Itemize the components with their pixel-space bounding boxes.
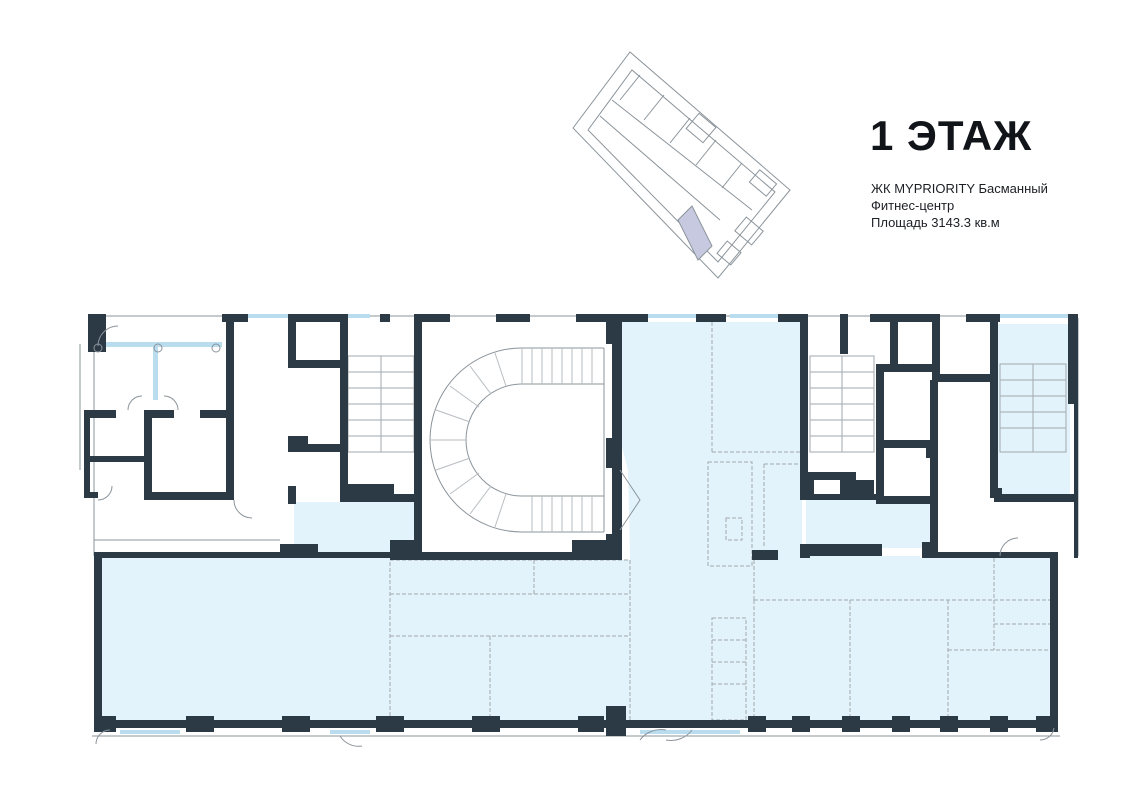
- complex-name: ЖК MYPRIORITY Басманный: [871, 181, 1048, 196]
- walls: [84, 314, 1078, 736]
- floor-info: ЖК MYPRIORITY Басманный Фитнес-центр Пло…: [871, 180, 1048, 231]
- key-plan: [572, 51, 791, 279]
- premises-fill: [96, 322, 1070, 722]
- floor-plan: [79, 314, 1079, 747]
- main-staircase: [429, 347, 605, 533]
- premises-area: Площадь 3143.3 кв.м: [871, 215, 1000, 230]
- premises-purpose: Фитнес-центр: [871, 198, 955, 213]
- floor-title: 1 ЭТАЖ: [870, 112, 1033, 159]
- key-plan-highlight: [677, 205, 713, 261]
